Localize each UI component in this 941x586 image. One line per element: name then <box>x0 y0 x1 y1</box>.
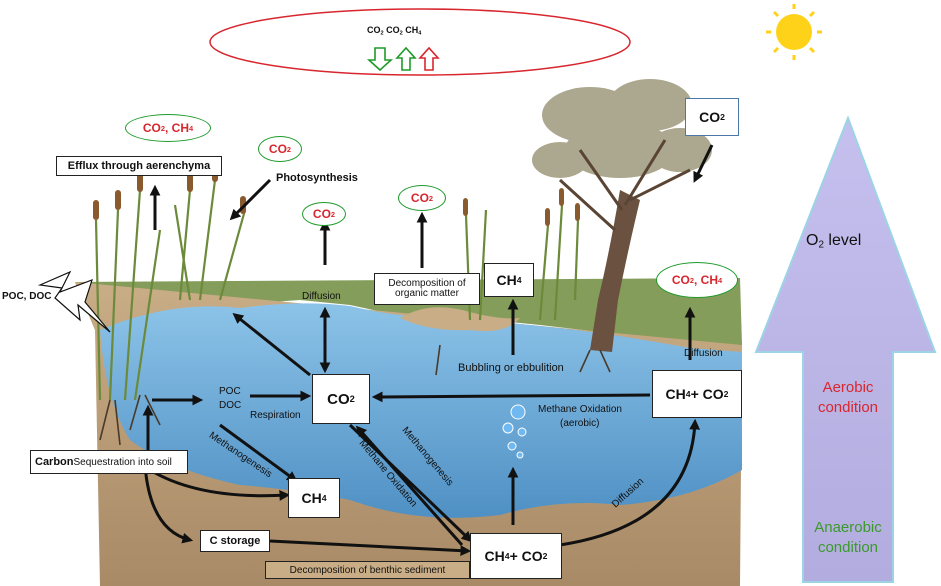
oval-sub: 2 <box>689 275 694 285</box>
ch4-text: CH <box>402 25 419 35</box>
box-sub-b: 2 <box>542 551 548 561</box>
box-sub: 4 <box>516 275 522 285</box>
box-c-storage: C storage <box>200 530 270 552</box>
oval-sub-b: 4 <box>189 123 194 133</box>
box-sub: 4 <box>685 389 691 399</box>
label-methane-oxidation: Methane Oxidation <box>538 404 622 415</box>
aerobic-line-1: Aerobic <box>822 379 874 396</box>
anaerobic-condition-label: Anaerobic condition <box>803 518 893 557</box>
label-photosynthesis: Photosynthesis <box>276 172 358 184</box>
co2-up-arrow-icon <box>395 46 417 71</box>
label-poc: POC <box>219 386 241 397</box>
box-text: CH <box>665 386 686 402</box>
co2-sub-2: 2 <box>399 30 403 37</box>
reed-heads-right <box>463 188 580 226</box>
box-text-b: + CO <box>690 386 724 402</box>
aerobic-line-2: condition <box>817 398 879 416</box>
oval-text-b: , CH <box>165 121 189 135</box>
flow-arrows <box>142 144 714 557</box>
co2-down-arrow-icon <box>366 47 394 72</box>
oval-sub-b: 4 <box>718 275 723 285</box>
o2-level-text: level <box>823 232 862 249</box>
oval-sub: 2 <box>160 123 165 133</box>
box-text: CH <box>484 548 505 564</box>
aerobic-condition-label: Aerobic condition <box>803 378 893 417</box>
carbon-bold-label: Carbon <box>35 456 74 468</box>
oval-sub: 2 <box>286 144 292 154</box>
box-sub: 2 <box>720 112 725 122</box>
ch4-up-arrow-icon <box>418 46 440 71</box>
box-text: CO <box>327 390 350 408</box>
o2-text: O <box>806 232 819 249</box>
box-sub: 4 <box>504 551 510 561</box>
oval-text: CO <box>312 207 331 221</box>
tree-canopy <box>532 79 712 178</box>
oval-text: CO <box>142 121 161 135</box>
box-text: CH <box>496 272 517 288</box>
anaerobic-line-1: Anaerobic <box>814 519 882 536</box>
box-text: CO <box>699 109 721 125</box>
atmosphere-oval <box>209 8 631 76</box>
o2-level-title: O2 level <box>806 232 861 250</box>
box-sub: 2 <box>349 394 355 404</box>
anaerobic-line-2: condition <box>817 538 879 556</box>
label-diffusion-center: Diffusion <box>302 291 341 302</box>
label-bubbling: Bubbling or ebbulition <box>458 362 564 374</box>
atmosphere-gases-label: CO2 CO2 CH4 <box>367 25 421 36</box>
oval-sub: 2 <box>330 209 336 219</box>
mud-mound <box>400 307 520 332</box>
label-doc: DOC <box>219 400 242 411</box>
label-poc-doc-left: POC, DOC <box>2 291 52 302</box>
ch4-sub: 4 <box>418 30 422 37</box>
lightning-icon <box>37 270 111 333</box>
box-text: CH <box>301 490 322 506</box>
cattails-left <box>94 179 247 401</box>
co2-text-2: CO <box>383 25 400 35</box>
tree-trunk <box>590 190 640 352</box>
box-text-b: + CO <box>509 548 543 564</box>
box-decomposition-organic: Decomposition of organic matter <box>374 273 480 305</box>
oval-text: CO <box>268 142 287 156</box>
water-pool <box>100 303 742 518</box>
sun-icon <box>766 4 822 60</box>
box-decomposition-benthic: Decomposition of benthic sediment <box>265 561 470 579</box>
box-efflux: Efflux through aerenchyma <box>56 156 222 176</box>
label-aerobic: (aerobic) <box>560 418 600 429</box>
sequestration-label: Sequestration into soil <box>73 456 172 468</box>
o2-sub: 2 <box>818 239 824 251</box>
oval-text: CO <box>410 191 429 205</box>
oval-text: CO <box>671 273 690 287</box>
o2-level-arrow <box>754 115 937 583</box>
oval-sub: 2 <box>428 193 434 203</box>
co2-sub: 2 <box>380 30 384 37</box>
label-respiration: Respiration <box>250 410 301 421</box>
label-diffusion-right: Diffusion <box>684 348 723 359</box>
tree-branches <box>558 139 691 232</box>
box-sub: 4 <box>321 493 327 503</box>
box-sub-b: 2 <box>723 389 729 399</box>
oval-text-b: , CH <box>694 273 718 287</box>
co2-text: CO <box>367 25 381 35</box>
bubbles <box>502 404 527 459</box>
